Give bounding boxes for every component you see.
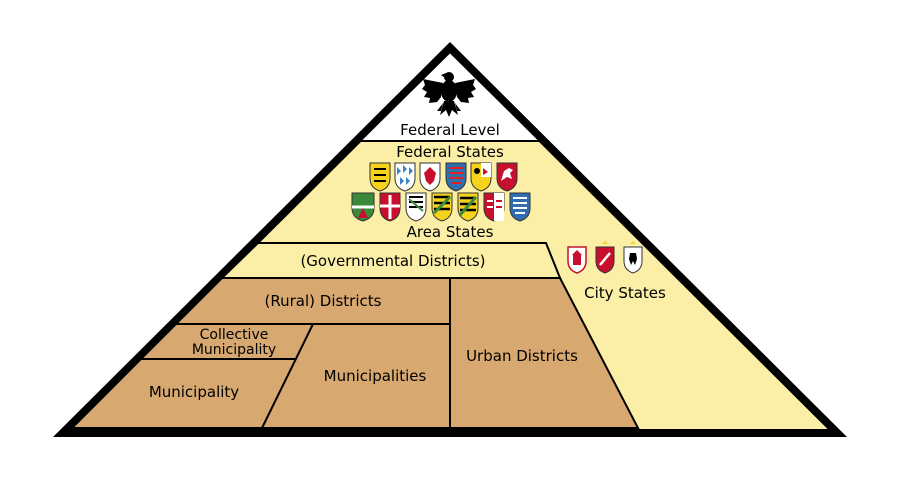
baden-wuerttemberg-crest xyxy=(369,162,391,192)
federal-states-label: Federal States xyxy=(396,143,504,161)
lower-saxony-crest xyxy=(496,162,518,192)
hesse-crest xyxy=(445,162,467,192)
schleswig-holstein-crest xyxy=(457,192,479,222)
federal-eagle-icon xyxy=(422,72,476,117)
collective-municipality-label-line1: Collective xyxy=(200,327,269,343)
berlin-crest xyxy=(623,241,643,274)
mecklenburg-vorpommern-crest xyxy=(470,162,492,192)
governmental-districts-label: (Governmental Districts) xyxy=(300,252,485,270)
bavaria-crest xyxy=(394,162,416,192)
area-state-crests-row-1 xyxy=(369,162,518,192)
rhineland-palatinate-crest xyxy=(379,192,401,222)
saxony-crest xyxy=(431,192,453,222)
thuringia-crest xyxy=(483,192,505,222)
collective-municipality-right-line xyxy=(261,323,314,429)
municipality-label: Municipality xyxy=(149,383,239,401)
hesse-crest-2 xyxy=(509,192,531,222)
city-states-label: City States xyxy=(584,284,666,302)
north-rhine-westphalia-crest xyxy=(351,192,375,222)
federal-level-label: Federal Level xyxy=(400,121,500,139)
brandenburg-crest xyxy=(419,162,441,192)
municipalities-label: Municipalities xyxy=(324,367,427,385)
urban-districts-label: Urban Districts xyxy=(466,347,578,365)
saxony-anhalt-crest xyxy=(405,192,427,222)
bremen-crest xyxy=(595,241,615,274)
rural-districts-label: (Rural) Districts xyxy=(265,292,382,310)
area-state-crests-row-2 xyxy=(351,192,531,222)
city-state-crests xyxy=(567,241,643,274)
hamburg-crest xyxy=(567,246,587,274)
rural-districts-region xyxy=(69,277,640,429)
collective-municipality-label-line2: Municipality xyxy=(192,342,276,358)
area-states-label: Area States xyxy=(407,223,494,241)
